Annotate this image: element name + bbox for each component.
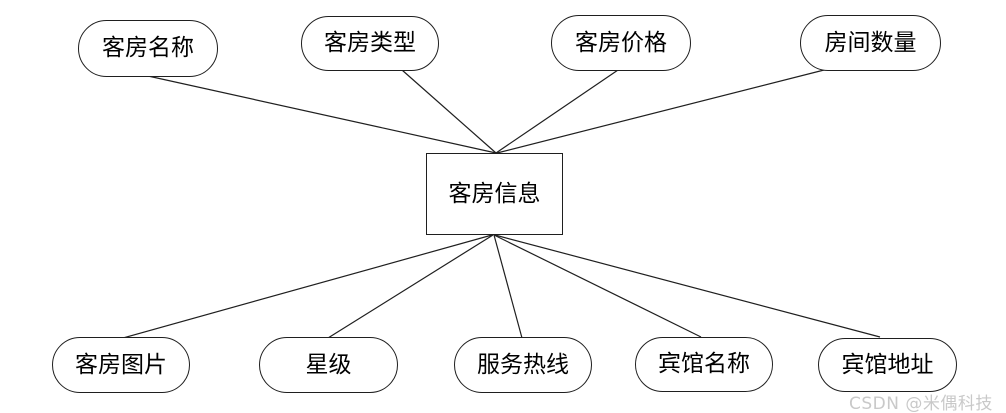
attribute-node-star-rating: 星级 bbox=[259, 337, 398, 393]
attribute-label: 客房图片 bbox=[75, 351, 167, 378]
attribute-label: 宾馆名称 bbox=[658, 351, 750, 377]
connector-line bbox=[401, 69, 497, 154]
attribute-node-room-type: 客房类型 bbox=[301, 16, 439, 71]
connector-line bbox=[122, 234, 493, 339]
connector-line bbox=[495, 69, 619, 154]
attribute-node-hotel-address: 宾馆地址 bbox=[818, 338, 957, 392]
attribute-node-room-price: 客房价格 bbox=[551, 15, 691, 71]
attribute-node-room-count: 房间数量 bbox=[800, 15, 941, 71]
entity-label: 客房信息 bbox=[448, 180, 541, 207]
csdn-watermark: CSDN @米偶科技 bbox=[849, 394, 993, 413]
connector-line bbox=[496, 68, 829, 154]
connector-line bbox=[493, 234, 702, 338]
attribute-label: 客房价格 bbox=[575, 29, 667, 56]
attribute-node-room-picture: 客房图片 bbox=[52, 337, 190, 393]
attribute-label: 宾馆地址 bbox=[841, 351, 934, 378]
attribute-label: 服务热线 bbox=[477, 351, 569, 378]
attribute-label: 房间数量 bbox=[824, 29, 917, 56]
connector-line bbox=[147, 75, 497, 154]
connector-line bbox=[494, 234, 881, 338]
attribute-node-hotel-name: 宾馆名称 bbox=[635, 337, 773, 392]
attribute-label: 客房类型 bbox=[324, 30, 416, 56]
connector-line bbox=[327, 234, 494, 339]
connector-line bbox=[493, 234, 523, 339]
entity-node-room-info: 客房信息 bbox=[426, 153, 563, 235]
attribute-label: 星级 bbox=[305, 351, 352, 378]
attribute-node-room-name: 客房名称 bbox=[78, 20, 218, 77]
attribute-node-service-hotline: 服务热线 bbox=[454, 337, 592, 393]
attribute-label: 客房名称 bbox=[102, 35, 194, 61]
